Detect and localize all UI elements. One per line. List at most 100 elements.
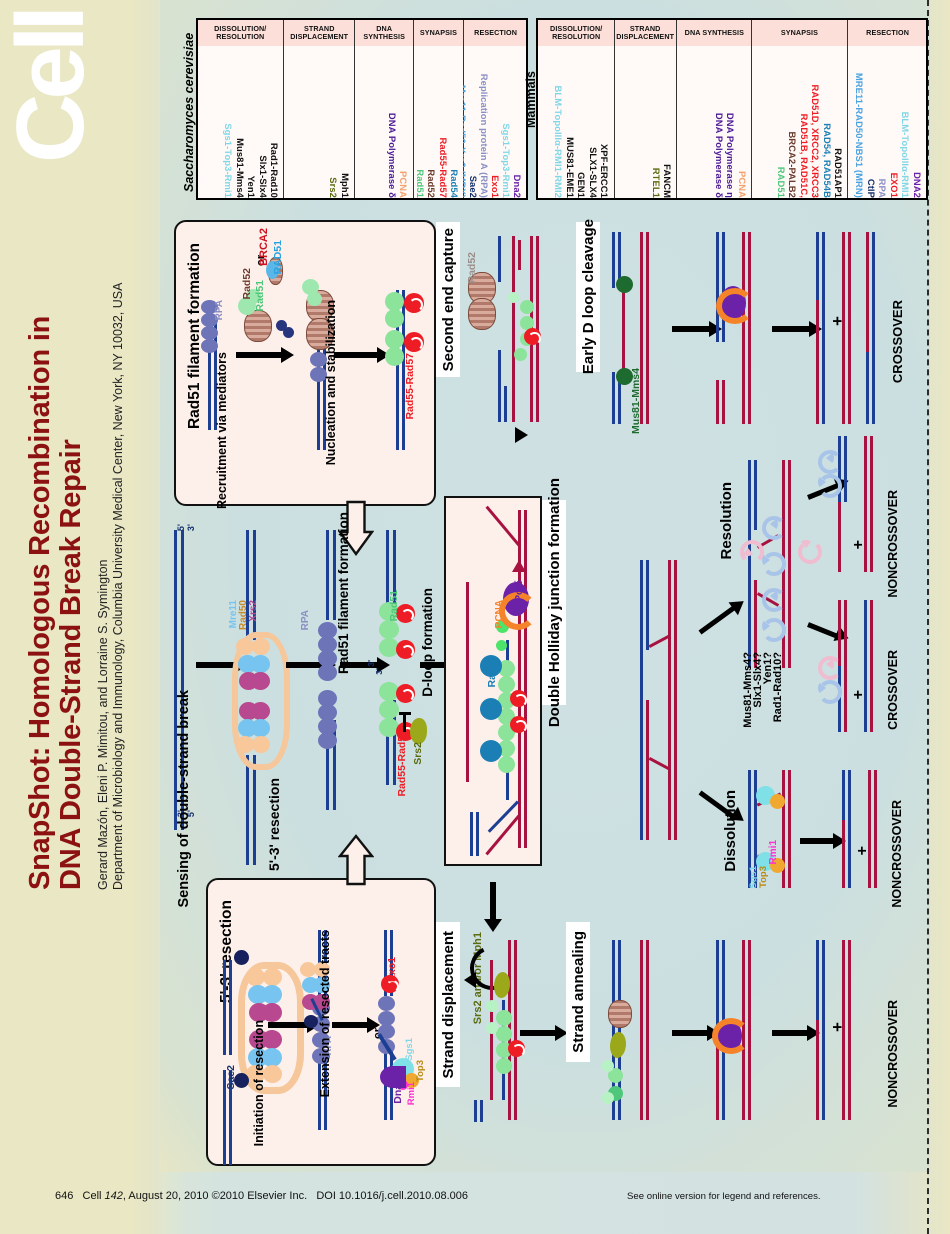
srs2-mph1-protein[interactable] bbox=[494, 972, 510, 998]
sa2-strand[interactable] bbox=[716, 1030, 720, 1120]
edl2-strand[interactable] bbox=[722, 232, 726, 342]
rad55-glyph[interactable] bbox=[400, 608, 415, 623]
resolvase-icon[interactable] bbox=[818, 656, 842, 680]
xrs2-blob[interactable] bbox=[251, 702, 270, 720]
sa-strand[interactable] bbox=[618, 940, 622, 1120]
three-prime-1[interactable]: 3' bbox=[366, 660, 377, 667]
resolvase-icon[interactable] bbox=[762, 618, 786, 642]
pcna-ring-3[interactable] bbox=[712, 1018, 750, 1054]
dna-strand[interactable] bbox=[246, 530, 250, 640]
nc-strand[interactable] bbox=[838, 502, 842, 572]
rpa-blob[interactable] bbox=[318, 650, 337, 667]
rad51-blob[interactable] bbox=[496, 1010, 512, 1026]
rad51-mam-label[interactable]: RAD51 bbox=[272, 240, 285, 274]
rad50-blob[interactable] bbox=[313, 977, 330, 993]
resolvase-icon[interactable] bbox=[762, 516, 786, 540]
rad51-free[interactable] bbox=[496, 640, 507, 651]
rpa-label-main[interactable]: RPA bbox=[300, 610, 312, 630]
edl2-strand[interactable] bbox=[742, 232, 746, 424]
xrs2-blob[interactable] bbox=[262, 1003, 282, 1022]
sa-strand[interactable] bbox=[612, 940, 616, 1120]
nucleation-label[interactable]: Nucleation and stabilization bbox=[324, 300, 338, 465]
dna-strand[interactable] bbox=[384, 930, 388, 996]
mrx-coiled-coil-main[interactable] bbox=[232, 632, 290, 770]
dna-strand[interactable] bbox=[324, 1060, 328, 1130]
dna-strand[interactable] bbox=[318, 1060, 322, 1130]
mrx-coiled-coil[interactable] bbox=[238, 962, 304, 1094]
mre11-blob[interactable] bbox=[314, 962, 330, 977]
rad54-blob[interactable] bbox=[480, 698, 502, 720]
rad51-blob[interactable] bbox=[246, 289, 261, 304]
sec-strand[interactable] bbox=[498, 350, 502, 422]
prod-strand[interactable] bbox=[848, 232, 852, 424]
flow-arrow[interactable] bbox=[772, 326, 810, 332]
srs2-protein[interactable] bbox=[410, 718, 427, 744]
rad52-label-2[interactable]: Rad52 bbox=[466, 252, 479, 284]
dna-strand[interactable] bbox=[174, 530, 178, 830]
flow-arrow[interactable] bbox=[236, 352, 282, 358]
rpa-blob[interactable] bbox=[318, 718, 337, 735]
dna-strand[interactable] bbox=[208, 318, 211, 430]
rad50-blob[interactable] bbox=[262, 985, 282, 1004]
flow-arrow-head[interactable] bbox=[367, 1017, 380, 1033]
sensing-dsb-label[interactable]: Sensing of double-strand break bbox=[176, 690, 192, 908]
edl-strand[interactable] bbox=[640, 232, 644, 424]
dis-prod[interactable] bbox=[848, 770, 852, 888]
rpa-blob[interactable] bbox=[201, 339, 218, 353]
rad51-blob[interactable] bbox=[379, 682, 399, 701]
rpa-blob[interactable] bbox=[201, 300, 218, 314]
rpa-blob[interactable] bbox=[312, 1032, 330, 1048]
inhibition-cap[interactable] bbox=[399, 712, 411, 715]
dis-prod[interactable] bbox=[868, 770, 872, 888]
flow-arrow[interactable] bbox=[490, 882, 496, 920]
rpa-blob[interactable] bbox=[318, 690, 337, 707]
sec-strand[interactable] bbox=[512, 236, 516, 422]
inhibition-bar[interactable] bbox=[403, 714, 406, 732]
rpa-blob[interactable] bbox=[378, 996, 395, 1011]
rpa-blob[interactable] bbox=[201, 313, 218, 327]
label-second-end-capture[interactable]: Second end capture bbox=[436, 222, 460, 377]
edl2-strand[interactable] bbox=[716, 232, 720, 342]
sd-strand[interactable] bbox=[480, 1100, 484, 1122]
label-strand-displacement[interactable]: Strand displacement bbox=[436, 922, 460, 1087]
sgs1-label[interactable]: Sgs1 bbox=[404, 1038, 416, 1061]
process-arrow[interactable] bbox=[337, 834, 375, 886]
rad51-blob[interactable] bbox=[498, 676, 515, 693]
sec-strand[interactable] bbox=[504, 386, 508, 422]
rad51-blob[interactable] bbox=[379, 700, 399, 719]
dhj-strand[interactable] bbox=[668, 560, 672, 840]
rad51-blob[interactable] bbox=[520, 300, 534, 314]
flow-arrow[interactable] bbox=[332, 1022, 368, 1028]
rpa-blob[interactable] bbox=[318, 732, 337, 749]
rad51-label[interactable]: Rad51 bbox=[254, 280, 267, 312]
mus81-mms4-blob[interactable] bbox=[616, 276, 633, 293]
outcome-crossover-1[interactable]: CROSSOVER bbox=[890, 300, 905, 383]
rad52-label[interactable]: Rad52 bbox=[241, 268, 254, 300]
dna-strand[interactable] bbox=[223, 1070, 227, 1165]
outcome-noncrossover-1[interactable]: NONCROSSOVER bbox=[886, 490, 901, 598]
sa3-strand[interactable] bbox=[842, 940, 846, 1120]
rad54-blob[interactable] bbox=[480, 740, 502, 762]
rad51-blob[interactable] bbox=[608, 1068, 623, 1083]
top3-blob-2[interactable] bbox=[770, 794, 785, 809]
dna-end-blob[interactable] bbox=[304, 1015, 318, 1028]
flow-arrow[interactable] bbox=[340, 662, 378, 668]
flow-arrow[interactable] bbox=[800, 838, 834, 844]
rad51-blob[interactable] bbox=[520, 316, 534, 330]
initiation-resection-label[interactable]: Initiation of resection bbox=[252, 1020, 266, 1146]
exo1-label[interactable]: Exo1 bbox=[386, 957, 399, 982]
sa-strand[interactable] bbox=[646, 940, 650, 1120]
dna-strand[interactable] bbox=[253, 755, 257, 865]
rad51-blob[interactable] bbox=[496, 1058, 512, 1074]
dna-strand[interactable] bbox=[229, 1070, 233, 1165]
label-resolution[interactable]: Resolution bbox=[718, 482, 735, 560]
rpa-blob[interactable] bbox=[318, 704, 337, 721]
dna-strand[interactable] bbox=[333, 530, 337, 620]
prod-strand[interactable] bbox=[822, 232, 826, 424]
rad51-blob[interactable] bbox=[514, 348, 527, 361]
dna-strand[interactable] bbox=[470, 812, 474, 856]
rad51-label-main[interactable]: Rad51 bbox=[388, 590, 401, 622]
edl-bubble[interactable] bbox=[622, 280, 626, 376]
prod-strand[interactable] bbox=[866, 232, 870, 424]
dna-strand[interactable] bbox=[213, 318, 217, 430]
